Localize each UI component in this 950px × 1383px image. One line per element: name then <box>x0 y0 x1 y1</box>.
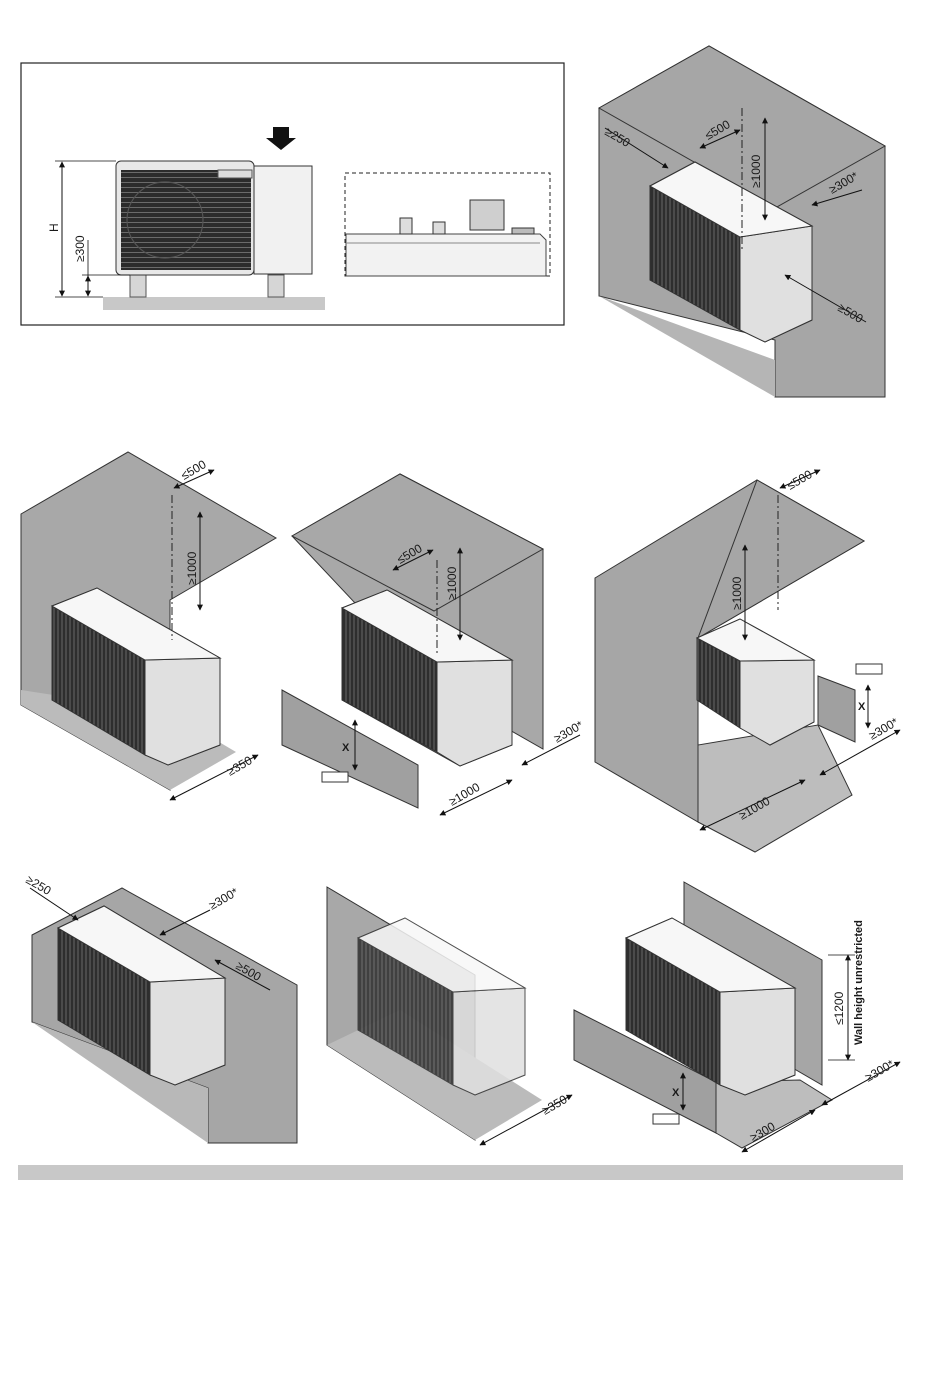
x-label: X <box>672 1087 680 1099</box>
front-clearance-label: ≥350 <box>225 753 255 779</box>
side-clearance-label: ≥300* <box>863 1057 897 1085</box>
top-clearance-label: ≥1000 <box>445 566 459 600</box>
top-clearance-label: ≥1000 <box>749 154 763 188</box>
height-limit-label: ≤1200 <box>832 991 846 1025</box>
outdoor-unit-front <box>116 161 312 275</box>
panel-side-view: H ≥300 <box>21 63 564 325</box>
x-label: X <box>342 742 350 754</box>
top-clearance-label: ≥1000 <box>185 551 199 585</box>
min-height-label: ≥300 <box>73 235 87 262</box>
top-clearance-label: ≥1000 <box>730 576 744 610</box>
height-label: H <box>47 223 61 232</box>
panel-row2-c: ≥1000 ≤500 X ≥300* ≥1000 <box>595 467 901 852</box>
valve-icon <box>400 218 412 234</box>
outdoor-unit <box>697 619 814 745</box>
ground-slab <box>103 297 325 310</box>
valve-icon <box>433 222 445 234</box>
front-clearance-label: ≥1000 <box>447 780 483 809</box>
unit-foot <box>268 275 284 297</box>
side-clearance-label: ≥300* <box>867 715 901 743</box>
panel-row2-a: ≥1000 ≤500 ≥350 <box>21 452 276 800</box>
panel-row3-a: ≥250 ≥300* ≥500 <box>24 872 298 1143</box>
x-label: X <box>858 701 866 713</box>
panel-row3-b: ≥350 <box>327 887 572 1145</box>
front-clearance-label: ≥350 <box>540 1092 570 1118</box>
brand-logo <box>218 170 252 178</box>
callout-box <box>322 772 348 782</box>
callout-box <box>653 1114 679 1124</box>
panel-row3-c: ≤1200 Wall height unrestricted X ≥300* ≥… <box>574 882 900 1152</box>
section-divider <box>18 1165 903 1180</box>
valve-icon <box>470 200 504 230</box>
panel-corner-wall: ≥1000 ≤500 ≥250 ≥300* ≥500 <box>599 46 885 397</box>
unit-foot <box>130 275 146 297</box>
panel-row2-b: ≥1000 ≤500 X ≥300* ≥1000 <box>282 474 586 815</box>
wall-note-label: Wall height unrestricted <box>853 920 865 1045</box>
callout-box <box>856 664 882 674</box>
top-offset-label: ≤500 <box>785 467 815 493</box>
right-clearance-label: ≥300* <box>207 885 241 913</box>
side-low-wall <box>818 676 855 742</box>
outdoor-unit <box>52 588 220 765</box>
